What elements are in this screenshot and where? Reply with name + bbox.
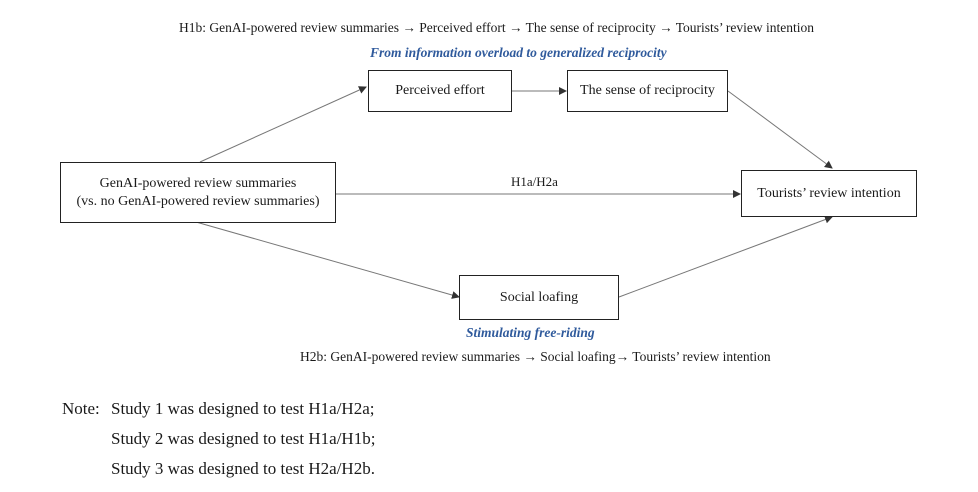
direct-path-label: H1a/H2a: [511, 174, 558, 189]
note-line-2: Study 2 was designed to test H1a/H1b;: [111, 429, 376, 448]
top-caption: From information overload to generalized…: [370, 45, 667, 60]
node-social-loafing-label: Social loafing: [499, 289, 579, 305]
arrow-loafing-to-intention: [618, 215, 833, 298]
node-perceived-effort: Perceived effort: [368, 70, 512, 112]
node-genai: GenAI-powered review summaries (vs. no G…: [60, 162, 336, 223]
arrow-genai-to-loafing: [195, 221, 460, 299]
node-social-loafing: Social loafing: [459, 275, 619, 320]
node-reciprocity: The sense of reciprocity: [567, 70, 728, 112]
node-intention-label: Tourists’ review intention: [757, 185, 901, 201]
note-line-3: Study 3 was designed to test H2a/H2b.: [111, 459, 375, 478]
node-genai-label-2: (vs. no GenAI-powered review summaries): [76, 193, 320, 209]
node-reciprocity-label: The sense of reciprocity: [580, 83, 715, 98]
bottom-caption: Stimulating free-riding: [466, 325, 595, 340]
h2b-path-text: H2b: GenAI-powered review summaries → So…: [300, 349, 771, 364]
node-intention: Tourists’ review intention: [741, 170, 917, 217]
node-genai-label-1: GenAI-powered review summaries: [99, 175, 297, 191]
arrow-genai-to-effort: [199, 86, 367, 163]
arrow-reciprocity-to-intention: [727, 90, 833, 169]
h1b-path-text: H1b: GenAI-powered review summaries → Pe…: [179, 20, 814, 35]
note-prefix: Note:: [62, 399, 100, 418]
node-perceived-effort-label: Perceived effort: [395, 83, 485, 98]
note-line-1: Study 1 was designed to test H1a/H2a;: [111, 399, 375, 418]
